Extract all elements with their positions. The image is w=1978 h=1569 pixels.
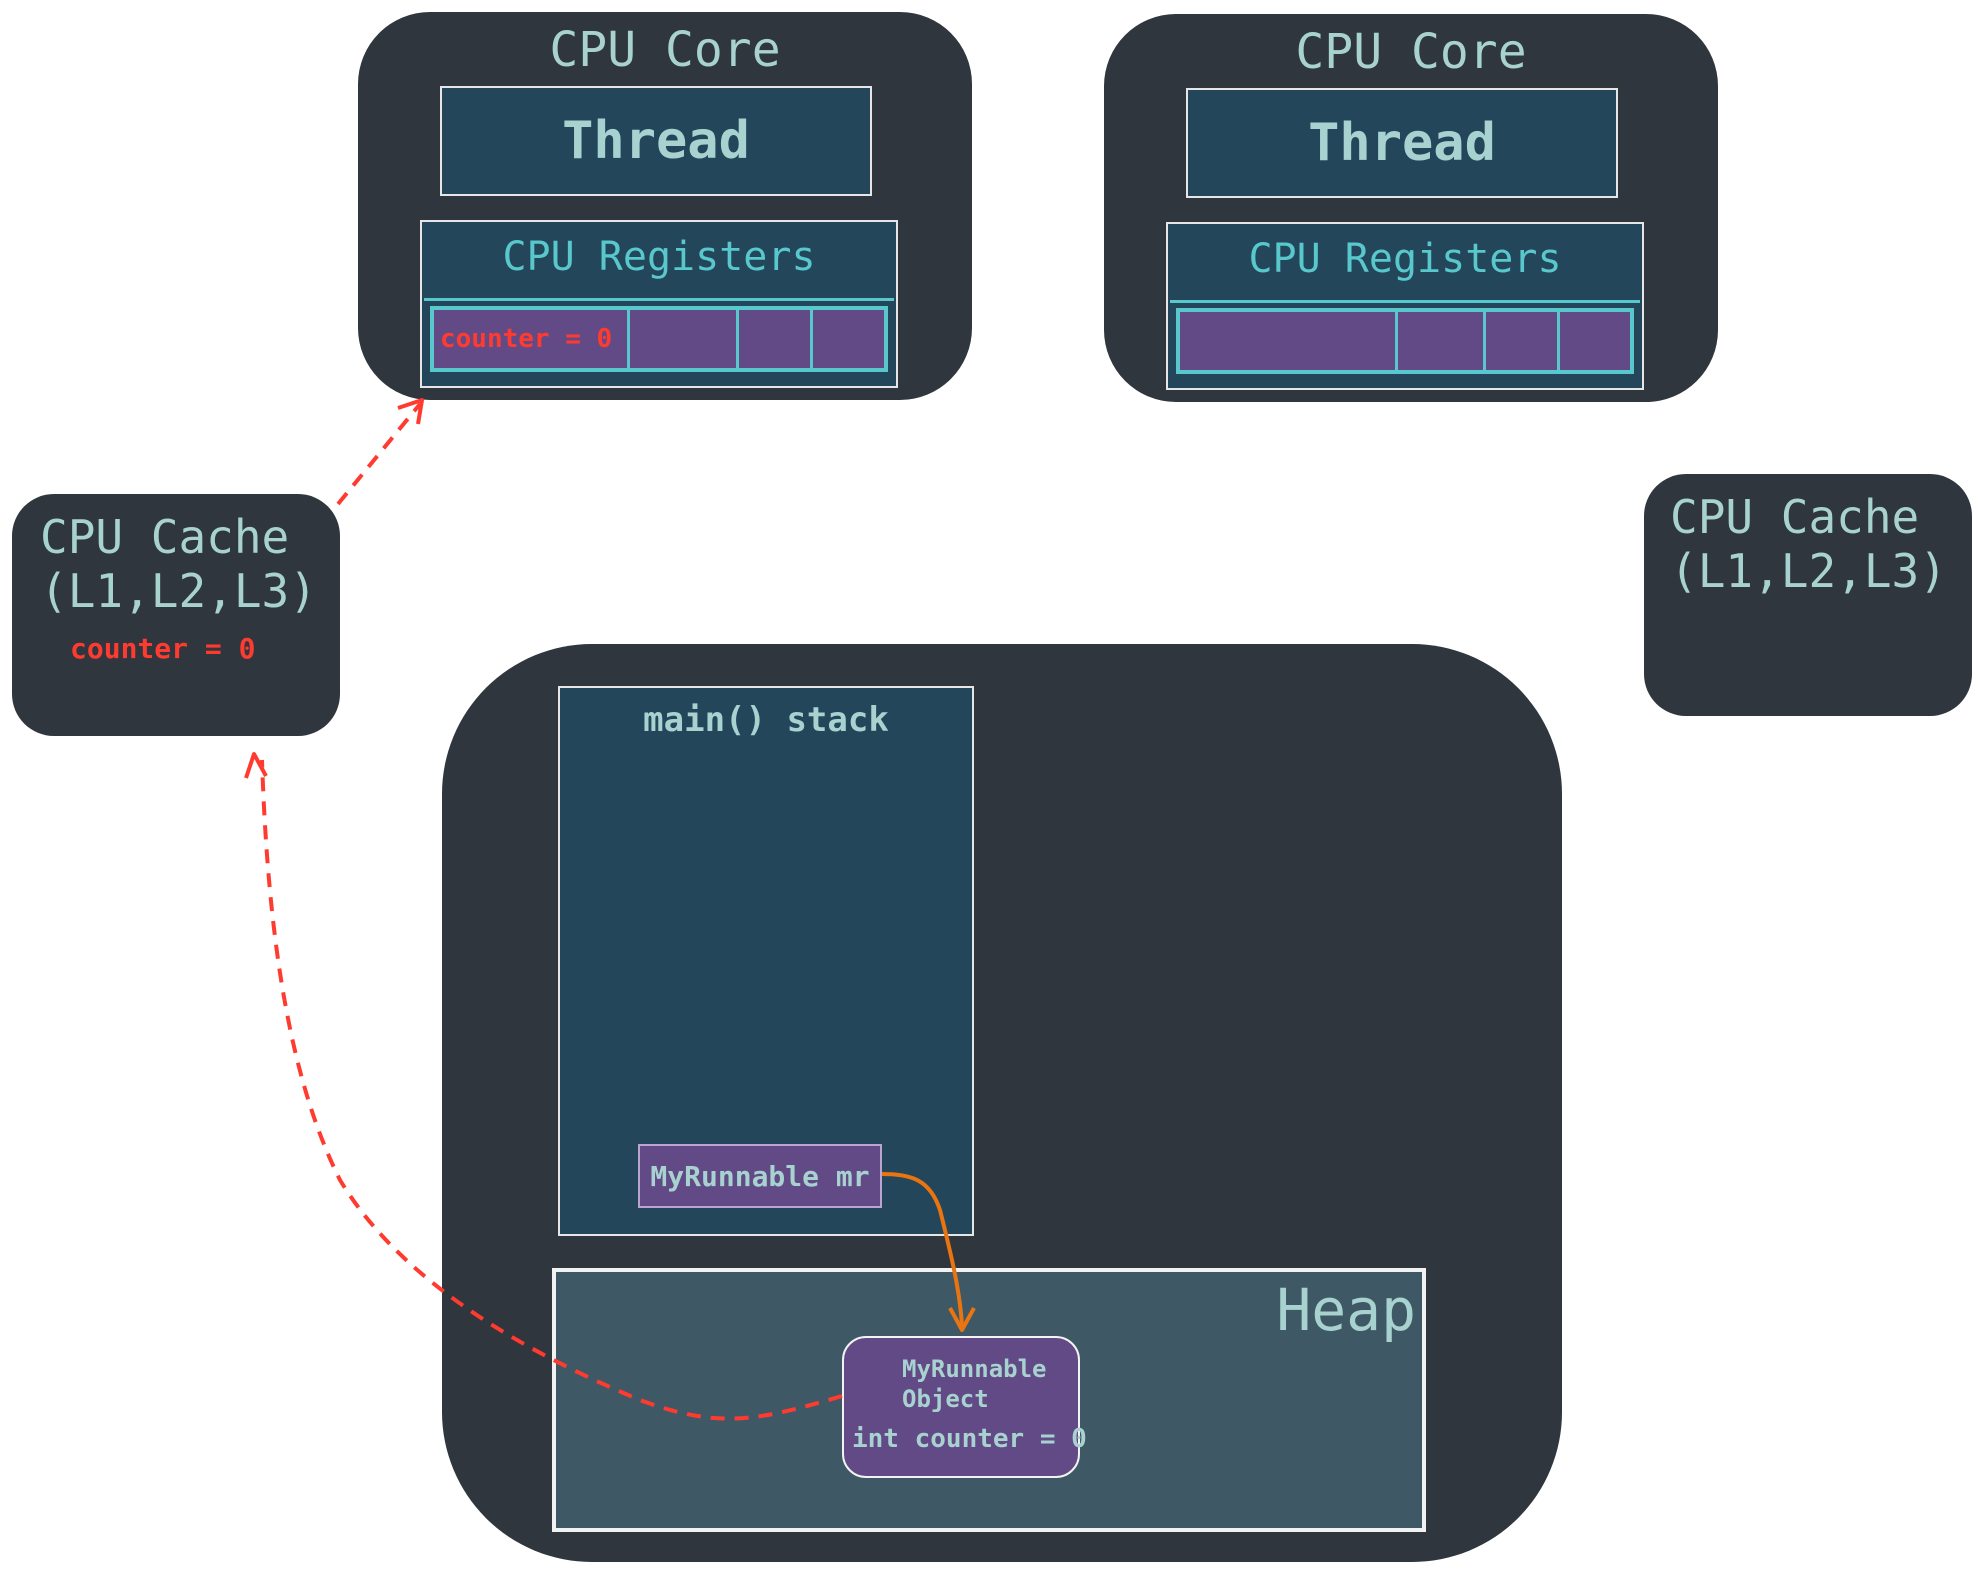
divider [1170, 300, 1640, 303]
cpu-core-left: CPU Core Thread CPU Registers counter = … [358, 12, 972, 400]
main-stack-frame: main() stack MyRunnable mr [558, 686, 974, 1236]
stack-title: main() stack [643, 700, 889, 740]
cpu-core-title: CPU Core [549, 22, 781, 78]
cpu-registers-title: CPU Registers [502, 234, 816, 280]
register-cell: counter = 0 [434, 310, 630, 368]
register-strip [1176, 308, 1634, 374]
arrowhead [244, 752, 268, 779]
register-cell [813, 310, 884, 368]
cache-to-register-arrow [336, 402, 422, 506]
stack-variable: MyRunnable mr [638, 1144, 882, 1208]
cpu-cache-left: CPU Cache (L1,L2,L3) counter = 0 [12, 494, 340, 736]
myrunnable-object: MyRunnable Object int counter = 0 [842, 1336, 1087, 1478]
register-cell [630, 310, 739, 368]
register-cell [1486, 312, 1560, 370]
register-cell [1398, 312, 1486, 370]
cpu-registers-title: CPU Registers [1248, 236, 1562, 282]
object-field: int counter = 0 [852, 1424, 1087, 1454]
cpu-cache-title: CPU Cache (L1,L2,L3) [40, 510, 317, 618]
thread-box: Thread [1186, 88, 1618, 198]
cpu-core-title: CPU Core [1295, 24, 1527, 80]
thread-box: Thread [440, 86, 872, 196]
cache-value: counter = 0 [70, 632, 256, 665]
cpu-registers-box: CPU Registers [1166, 222, 1644, 390]
divider [424, 298, 894, 301]
register-cell [1560, 312, 1630, 370]
register-cell [739, 310, 813, 368]
cpu-registers-box: CPU Registers counter = 0 [420, 220, 898, 388]
cpu-cache-right: CPU Cache (L1,L2,L3) [1644, 474, 1972, 716]
arrowhead [397, 398, 424, 425]
heap-title: Heap [1276, 1276, 1416, 1344]
register-strip: counter = 0 [430, 306, 888, 372]
register-cell [1180, 312, 1398, 370]
object-title: MyRunnable Object [902, 1355, 1047, 1413]
cpu-cache-title: CPU Cache (L1,L2,L3) [1670, 490, 1947, 598]
cpu-core-right: CPU Core Thread CPU Registers [1104, 14, 1718, 402]
